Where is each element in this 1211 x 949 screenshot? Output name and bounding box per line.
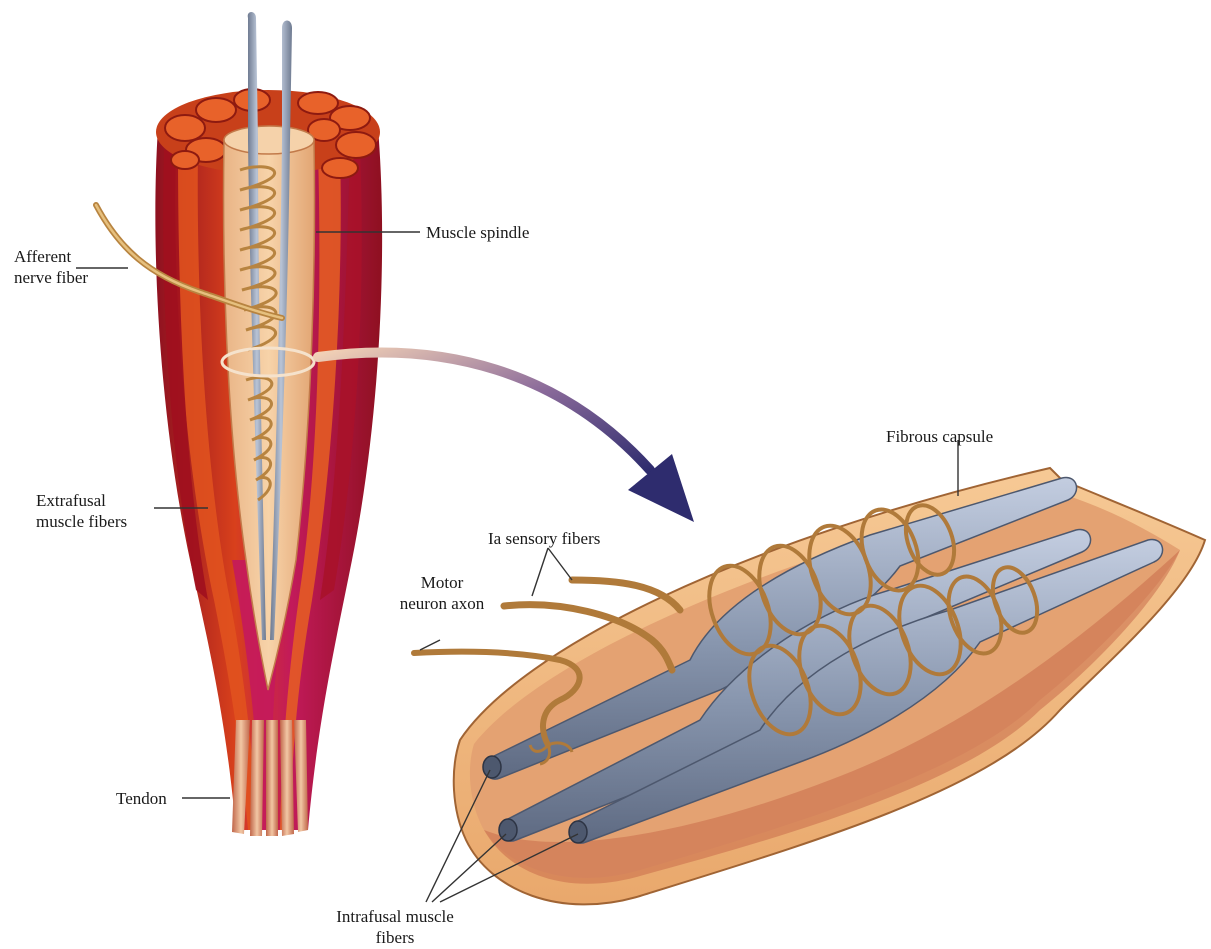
label-ia-sensory-fibers: Ia sensory fibers: [488, 528, 600, 549]
fiber-end-cap: [483, 756, 501, 778]
label-motor-line1: Motor: [396, 572, 488, 593]
label-motor-line2: neuron axon: [396, 593, 488, 614]
label-intrafusal-line2: fibers: [308, 927, 482, 948]
leader-motor-neuron: [420, 640, 440, 650]
whole-muscle-illustration: [96, 12, 382, 836]
label-extrafusal-line2: muscle fibers: [36, 511, 127, 532]
spindle-top-opening: [224, 126, 314, 154]
label-tendon: Tendon: [116, 788, 167, 809]
label-afferent-line1: Afferent: [14, 246, 71, 267]
label-afferent-line2: nerve fiber: [14, 267, 88, 288]
label-muscle-spindle: Muscle spindle: [426, 222, 529, 243]
label-fibrous-capsule: Fibrous capsule: [886, 426, 993, 447]
fiber-end-cap: [569, 821, 587, 843]
label-extrafusal-line1: Extrafusal: [36, 490, 106, 511]
label-intrafusal-line1: Intrafusal muscle: [308, 906, 482, 927]
leader-ia-sensory: [532, 548, 572, 596]
